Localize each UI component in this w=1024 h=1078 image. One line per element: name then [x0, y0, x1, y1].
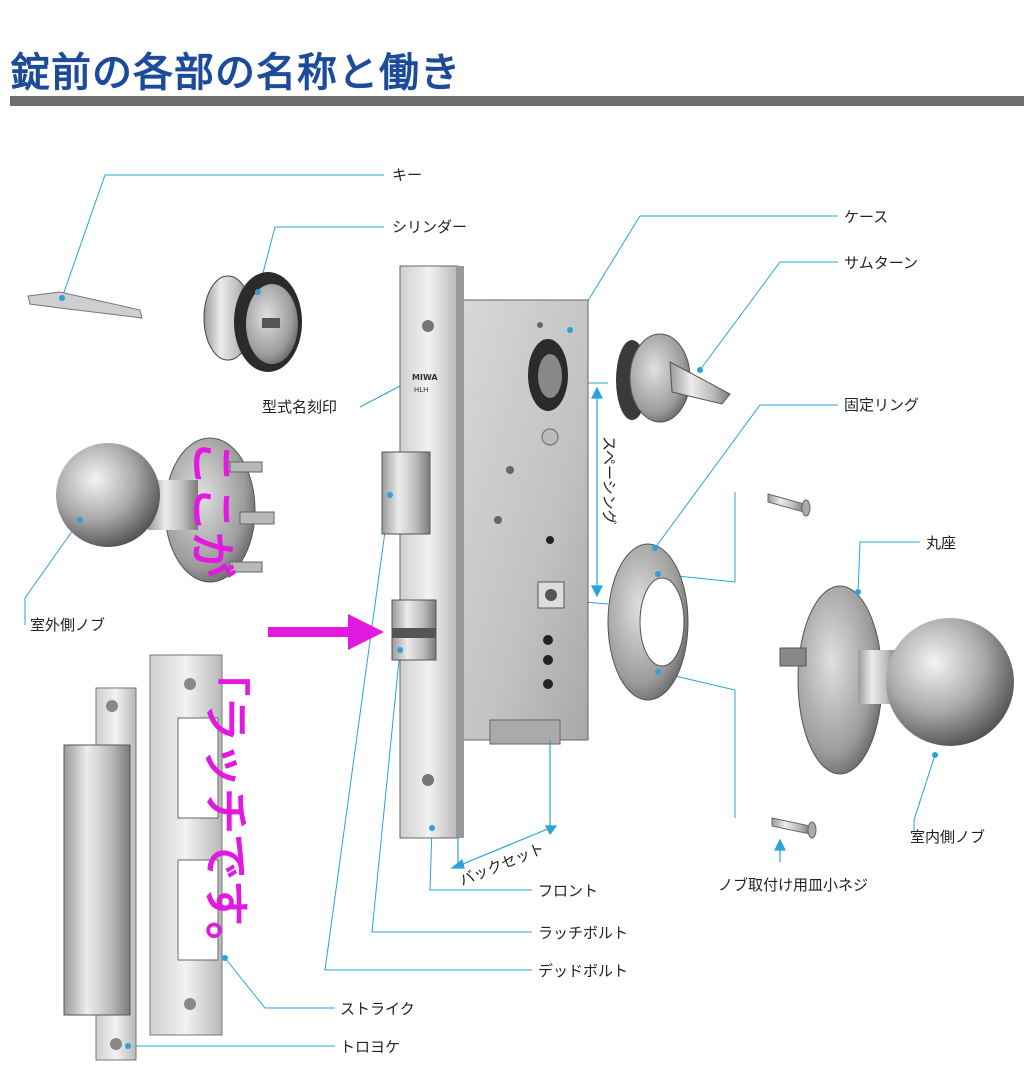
leader-model-stamp	[359, 384, 403, 408]
lock-body-illustration: MIWA HLH	[381, 265, 589, 839]
label-round-seat: 丸座	[926, 534, 956, 552]
overlay-text-column1: ここが	[185, 440, 239, 578]
leader-dead	[324, 494, 532, 971]
leader-case	[569, 215, 838, 331]
leader-fixing-ring	[654, 404, 838, 549]
thumbturn-illustration	[616, 333, 731, 423]
screw-illustrations	[767, 493, 817, 839]
leader-front	[429, 827, 532, 891]
dimension-arrows	[450, 386, 786, 869]
toroyoke-illustration	[63, 687, 137, 1061]
label-toroyoke: トロヨケ	[340, 1038, 400, 1056]
label-thumbturn: サムターン	[844, 254, 918, 272]
label-latch-bolt: ラッチボルト	[538, 924, 628, 942]
label-spacing: スペーシング	[600, 436, 618, 525]
leader-key	[61, 174, 384, 299]
label-backset: バックセット	[457, 839, 547, 889]
label-knob-screw: ノブ取付け用皿小ネジ	[718, 876, 868, 894]
fixing-ring-illustration	[607, 543, 689, 701]
label-outdoor-knob: 室外側ノブ	[30, 616, 105, 634]
model-stamp: HLH	[414, 386, 428, 394]
leader-screw-bot	[657, 671, 736, 818]
overlay-text-column2: 「ラッチです。	[199, 650, 253, 967]
leader-cylinder	[257, 226, 384, 293]
label-case: ケース	[844, 208, 888, 226]
label-model-stamp: 型式名刻印	[262, 398, 337, 416]
overlay-arrow-shaft	[268, 627, 352, 637]
label-front: フロント	[538, 882, 598, 900]
leader-screw-top	[657, 492, 736, 583]
annotation-overlay: ここが 「ラッチです。	[185, 440, 384, 967]
brand-stamp: MIWA	[412, 373, 438, 382]
label-key: キー	[392, 166, 422, 184]
overlay-arrow-head	[348, 614, 384, 650]
label-strike: ストライク	[340, 1000, 415, 1018]
title-rule	[10, 96, 1024, 106]
leader-latch	[371, 649, 532, 933]
label-indoor-knob: 室内側ノブ	[910, 828, 985, 846]
cylinder-illustration	[203, 272, 302, 372]
strike-illustration	[149, 654, 228, 1036]
label-dead-bolt: デッドボルト	[538, 962, 628, 980]
leader-lines	[24, 174, 936, 1047]
page-title: 錠前の各部の名称と働き	[10, 50, 461, 96]
key-illustration	[27, 291, 143, 319]
label-cylinder: シリンダー	[392, 218, 467, 236]
label-fixing-ring: 固定リング	[844, 396, 919, 414]
leader-strike	[224, 957, 335, 1009]
leader-outdoor-knob	[24, 519, 81, 625]
leader-indoor-knob	[913, 754, 936, 832]
leader-round-seat	[857, 541, 920, 593]
leader-thumbturn	[699, 261, 838, 371]
outdoor-knob-illustration	[56, 437, 275, 583]
indoor-knob-illustration	[779, 585, 1014, 775]
